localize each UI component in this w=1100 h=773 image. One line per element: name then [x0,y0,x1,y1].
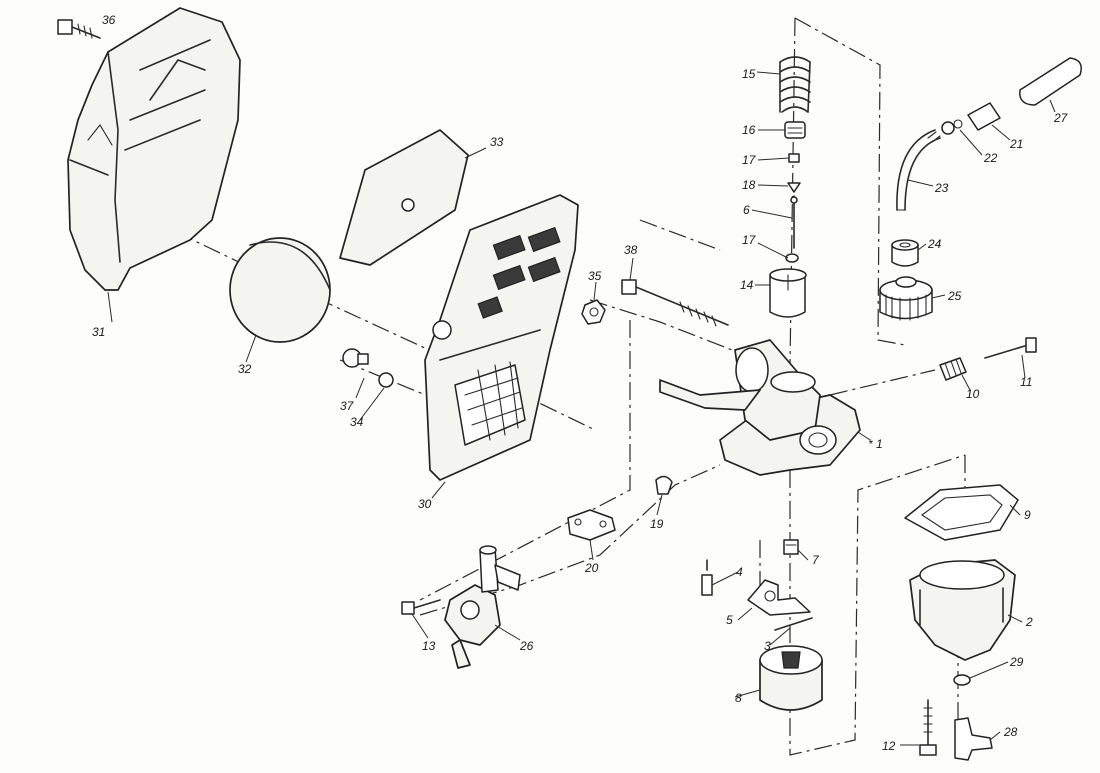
label-3: 3 [764,639,771,653]
label-28: 28 [1003,725,1018,739]
drain-screw-28 [954,717,993,761]
label-30: 30 [418,497,432,511]
label-23: 23 [934,181,949,195]
label-21: 21 [1009,137,1023,151]
cable-adjuster-22 [941,119,963,135]
label-5: 5 [726,613,733,627]
float-8 [759,645,823,711]
label-8: 8 [735,691,742,705]
adjust-spring-10 [939,357,967,381]
foam-filter-32 [229,237,331,343]
screw-13 [401,599,441,615]
cable-tube-23 [896,129,941,211]
washer-29 [953,674,971,686]
label-33: 33 [490,135,504,149]
label-37: 37 [340,399,355,413]
label-32: 32 [238,362,252,376]
label-6: 6 [743,203,750,217]
air-cleaner-case-30 [424,194,579,481]
leader-lines [107,71,1056,746]
outer-cover-31 [67,7,241,291]
label-17b: 17 [742,233,757,247]
label-4: 4 [736,565,743,579]
main-jet-7 [783,539,799,555]
float-arm-5 [747,579,811,616]
plug-19 [655,475,673,495]
label-9: 9 [1024,508,1031,522]
label-11: 11 [1020,375,1032,389]
bushing-34 [378,372,394,388]
adjust-screw-11 [984,337,1037,359]
label-1: * 1 [868,437,883,451]
part-labels: 36 31 32 33 30 35 37 34 38 15 16 17 18 6… [92,13,1069,753]
clip-18 [787,182,801,193]
label-35: 35 [588,269,602,283]
label-22: 22 [983,151,998,165]
label-15: 15 [742,67,756,81]
ring-17a [788,153,800,163]
label-19: 19 [650,517,664,531]
throttle-valve-14 [769,268,807,318]
label-38: 38 [624,243,638,257]
label-17a: 17 [742,153,757,167]
needle-valve-4 [701,559,713,596]
label-2: 2 [1025,615,1033,629]
float-pin-3 [774,617,813,631]
screw-12 [919,699,937,756]
label-24: 24 [927,237,942,251]
gasket-9 [904,484,1019,541]
mixing-chamber-cap-25 [879,276,933,321]
label-29: 29 [1009,655,1024,669]
ring-17b [785,253,799,263]
label-34: 34 [350,415,364,429]
spring-15 [779,56,811,113]
cable-cap-27 [1019,57,1082,106]
label-31: 31 [92,325,105,339]
label-12: 12 [882,739,896,753]
label-27: 27 [1053,111,1069,125]
label-16: 16 [742,123,756,137]
retainer-16 [784,121,806,139]
fuel-cock-26 [444,545,521,669]
label-7: 7 [812,553,820,567]
filter-element-33 [339,129,469,266]
collar-37 [342,348,369,368]
label-36: 36 [102,13,116,27]
label-18: 18 [742,178,756,192]
nut-24 [891,239,919,267]
gasket-20 [567,509,616,541]
label-10: 10 [966,387,980,401]
carburetor-body-1 [659,339,861,476]
float-bowl-2 [909,559,1016,661]
label-26: 26 [519,639,534,653]
label-25: 25 [947,289,962,303]
bolt-36 [57,19,101,39]
label-13: 13 [422,639,436,653]
needle-6 [790,195,798,249]
cable-nut-21 [967,102,1001,131]
label-20: 20 [584,561,599,575]
long-screw-38 [621,279,729,327]
label-14: 14 [740,278,754,292]
nut-35 [581,299,606,325]
